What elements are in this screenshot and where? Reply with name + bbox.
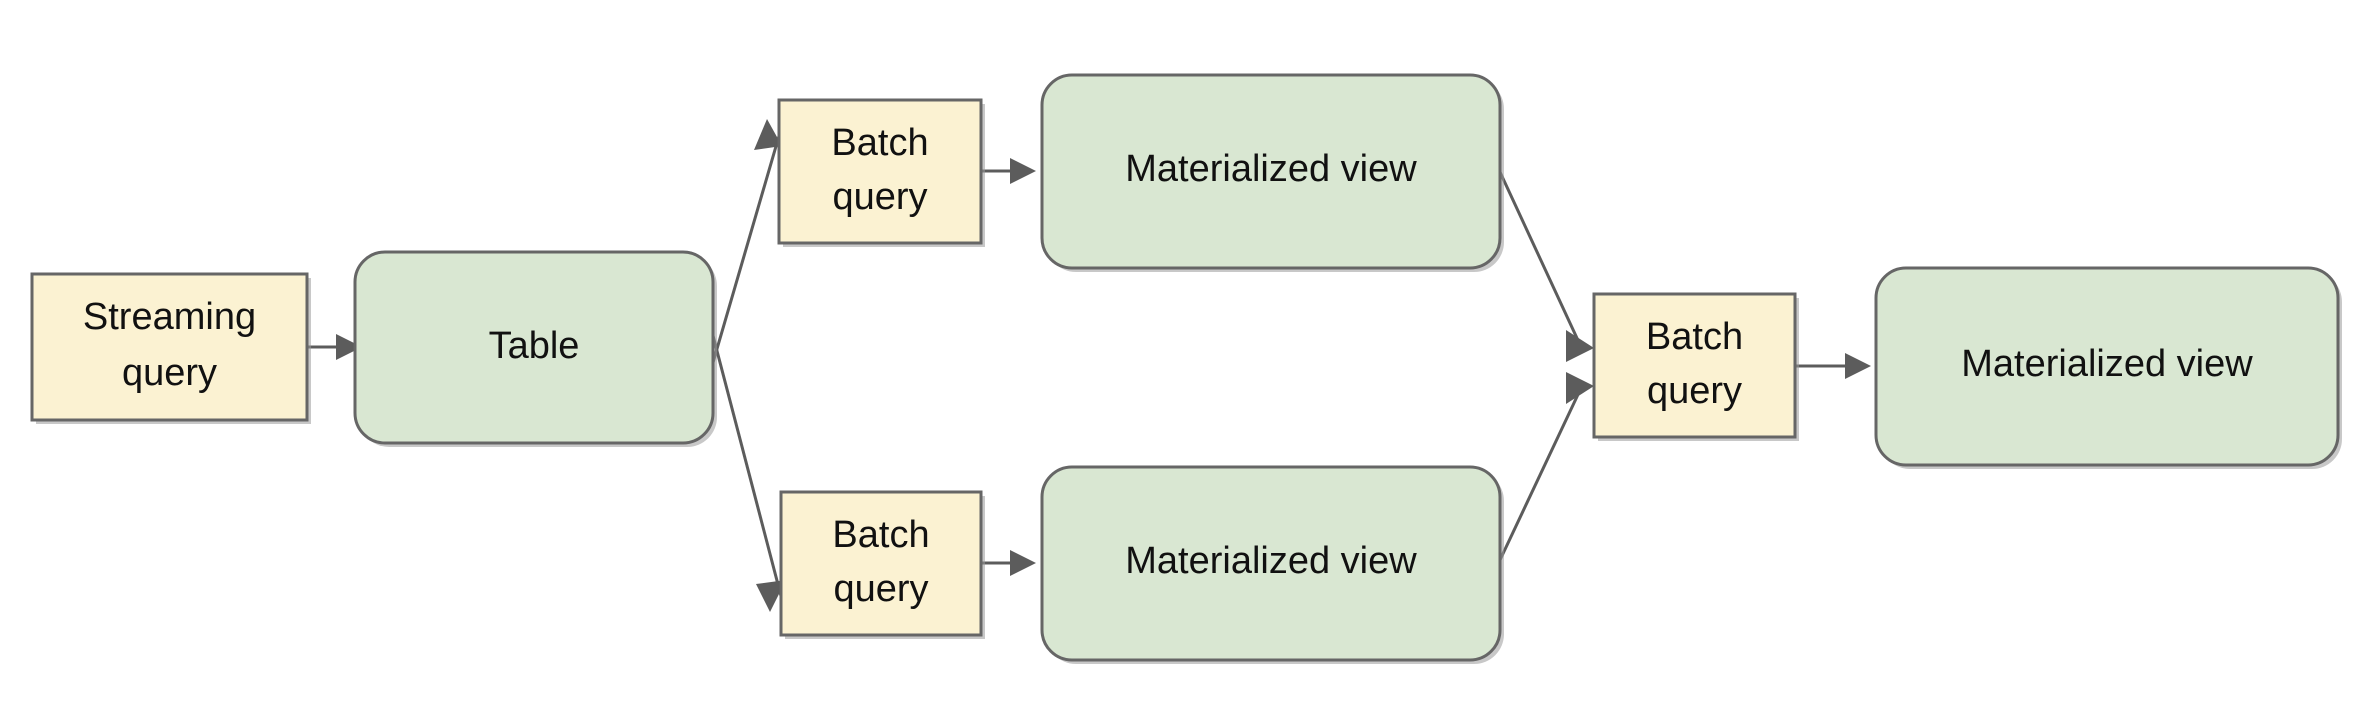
node-batch-query-bottom-line2: query [833,568,928,610]
node-table-label: Table [489,325,580,367]
node-materialized-view-top-label: Materialized view [1125,148,1417,190]
node-batch-query-top-line2: query [832,176,927,218]
node-streaming-query-line2: query [122,352,217,394]
node-table[interactable]: Table [353,250,717,447]
edge-batch-query-bottom-to-materialized-view-bottom[interactable] [981,550,1036,576]
node-batch-query-merge-line1: Batch [1646,316,1743,358]
node-materialized-view-bottom-label: Materialized view [1125,540,1417,582]
edge-table-to-batch-query-bottom[interactable] [703,304,786,612]
node-batch-query-top-line1: Batch [831,122,928,164]
node-materialized-view-top[interactable]: Materialized view [1040,73,1504,272]
node-batch-query-bottom[interactable]: Batch query [779,490,985,639]
node-materialized-view-final[interactable]: Materialized view [1874,266,2342,469]
node-batch-query-top[interactable]: Batch query [777,98,985,247]
node-batch-query-bottom-line1: Batch [832,514,929,556]
edge-batch-query-merge-to-materialized-view-final[interactable] [1795,353,1871,379]
node-streaming-query-line1: Streaming [83,296,256,338]
node-streaming-query[interactable]: Streaming query [30,272,311,424]
node-batch-query-merge[interactable]: Batch query [1592,292,1799,441]
edge-materialized-view-bottom-to-batch-query-merge[interactable] [1498,372,1594,561]
node-batch-query-merge-line2: query [1647,370,1742,412]
edge-batch-query-top-to-materialized-view-top[interactable] [981,158,1036,184]
edge-streaming-query-to-table[interactable] [307,334,362,360]
edge-materialized-view-top-to-batch-query-merge[interactable] [1498,171,1594,362]
node-materialized-view-bottom[interactable]: Materialized view [1040,465,1504,664]
node-materialized-view-final-label: Materialized view [1961,343,2253,385]
